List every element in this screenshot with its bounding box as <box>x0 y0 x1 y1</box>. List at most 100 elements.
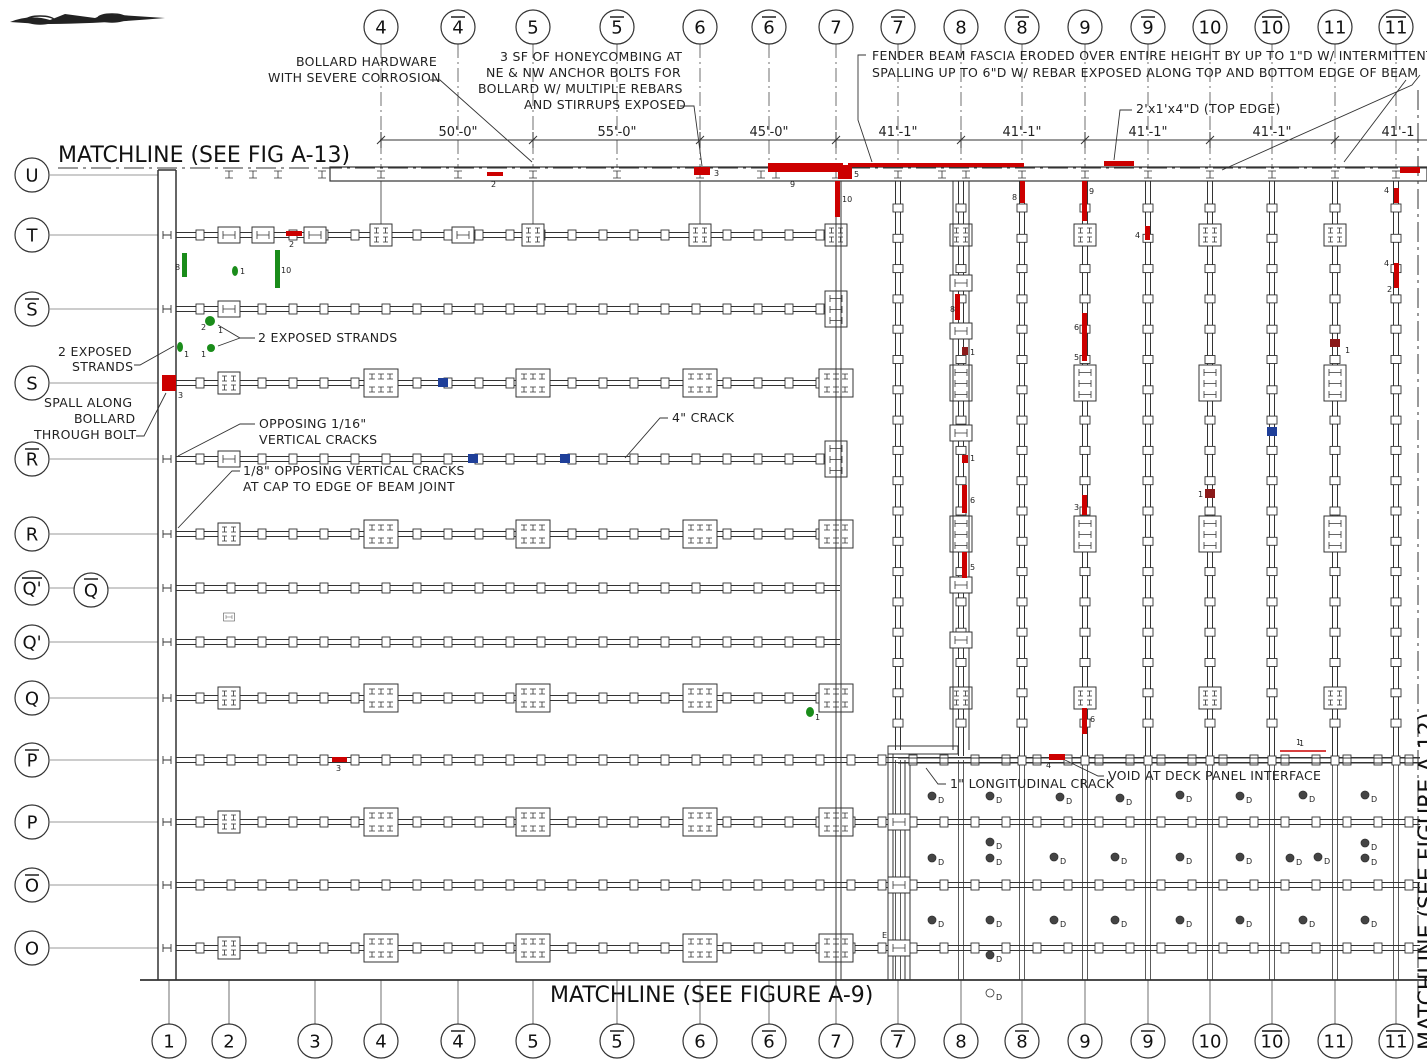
void-tag: D <box>996 920 1002 929</box>
void-icon <box>1175 852 1185 862</box>
grid-bubble-top-12: 10 <box>1192 9 1228 45</box>
grid-bubble-bottom-4: 4 <box>440 1023 476 1059</box>
grid-bubble-row-12-label: O <box>25 939 39 960</box>
tag: 6 <box>1090 715 1095 724</box>
svg-text:BOLLARD: BOLLARD <box>74 411 135 426</box>
svg-text:1" LONGITUDINAL CRACK: 1" LONGITUDINAL CRACK <box>950 776 1115 791</box>
row-leaders <box>50 174 158 949</box>
void-icon <box>1285 853 1295 863</box>
tag: 2 <box>289 240 294 249</box>
pile-cap-icon <box>251 226 275 244</box>
strand-mark <box>232 266 238 276</box>
grid-bubble-q-bar-label: Q <box>84 581 98 602</box>
void-tag: D <box>996 796 1002 805</box>
top-matchline-label: MATCHLINE (SEE FIG A-13) <box>58 143 350 168</box>
grid-bubble-bottom-3-label: 4 <box>375 1032 386 1053</box>
svg-text:2 EXPOSED: 2 EXPOSED <box>58 344 132 359</box>
svg-text:VOID AT DECK PANEL INTERFACE: VOID AT DECK PANEL INTERFACE <box>1108 768 1321 783</box>
tag: 3 <box>714 169 719 178</box>
grid-bubble-bottom-3: 4 <box>363 1023 399 1059</box>
pile-cap-icon <box>369 223 393 247</box>
tag: 10 <box>281 266 291 275</box>
pile-cap-icon <box>515 683 551 713</box>
grid-bubble-row-10-label: P <box>27 813 38 834</box>
dim-3: 45'-0" <box>749 125 788 140</box>
spall-mark <box>962 552 967 578</box>
spall-mark <box>1020 181 1025 203</box>
tag: 8 <box>175 263 180 272</box>
grid-bubble-top-8: 8 <box>943 9 979 45</box>
tag: E <box>882 931 887 940</box>
svg-text:SPALLING UP TO 6"D W/ REBAR EX: SPALLING UP TO 6"D W/ REBAR EXPOSED ALON… <box>872 65 1418 80</box>
pile-cap-icon <box>887 876 911 894</box>
tag: 4 <box>1384 186 1389 195</box>
strand-mark <box>806 707 814 717</box>
grid-bubble-top-3-label: 5 <box>611 18 622 39</box>
void-tag: D <box>1060 920 1066 929</box>
grid-bubble-row-0: U <box>14 157 50 193</box>
grid-bubble-row-8-label: Q <box>25 689 39 710</box>
tag: 1 <box>201 350 206 359</box>
void-tag: D <box>1296 858 1302 867</box>
spall-mark <box>1400 167 1420 173</box>
tag: 1 <box>1296 738 1301 747</box>
tag: 1 <box>1299 739 1304 748</box>
note-longitudinal-crack: 1" LONGITUDINAL CRACK <box>925 767 1115 791</box>
pile-cap-icon <box>1323 223 1347 247</box>
spall-mark <box>962 347 968 355</box>
pile-cap-icon <box>949 322 973 340</box>
grid-bubble-bottom-13-label: 9 <box>1079 1032 1090 1053</box>
pile-cap-icon <box>451 226 475 244</box>
void-tag: D <box>996 842 1002 851</box>
grid-bubble-top-4: 6 <box>682 9 718 45</box>
spall-mark <box>768 163 843 172</box>
pile-cap-icon <box>682 368 718 398</box>
pile-cap-icon <box>682 519 718 549</box>
grid-bubble-bottom-15-label: 10 <box>1199 1032 1222 1053</box>
grid-bubble-top-2-label: 5 <box>527 18 538 39</box>
note-fender-beam: FENDER BEAM FASCIA ERODED OVER ENTIRE HE… <box>857 48 1427 171</box>
tag: 1 <box>218 326 223 335</box>
void-icon <box>1110 852 1120 862</box>
grid-bubble-top-4-label: 6 <box>694 18 705 39</box>
svg-text:BOLLARD HARDWARE: BOLLARD HARDWARE <box>296 54 437 69</box>
spall-mark <box>1394 263 1399 288</box>
pile-cap-icon <box>217 371 241 395</box>
grid-bubble-top-11: 9 <box>1130 9 1166 45</box>
grid-bubble-row-3-label: S <box>26 374 37 395</box>
void-icon <box>985 950 995 960</box>
tag: 9 <box>1089 187 1094 196</box>
spall-mark <box>838 165 852 179</box>
defect-marks <box>162 161 1420 762</box>
spall-mark <box>1394 188 1399 203</box>
tag: 4 <box>1135 231 1140 240</box>
void-tag: D <box>1246 796 1252 805</box>
grid-bubble-top-13: 10 <box>1254 9 1290 45</box>
svg-text:3 SF OF HONEYCOMBING AT: 3 SF OF HONEYCOMBING AT <box>500 49 682 64</box>
grid-bubble-row-10: P <box>14 804 50 840</box>
void-icon <box>1360 915 1370 925</box>
tag: 6 <box>970 496 975 505</box>
void-tag: D <box>938 796 944 805</box>
void-icon <box>985 988 995 998</box>
tag: 1 <box>970 348 975 357</box>
grid-bubble-bottom-17: 11 <box>1317 1023 1353 1059</box>
tag: 1 <box>970 454 975 463</box>
grid-bubble-top-0: 4 <box>363 9 399 45</box>
svg-text:2 EXPOSED STRANDS: 2 EXPOSED STRANDS <box>258 330 398 345</box>
grid-bubble-top-15-label: 11 <box>1385 18 1408 39</box>
patch-mark <box>560 454 570 463</box>
note-opposing-116: OPPOSING 1/16" VERTICAL CRACKS <box>177 416 377 457</box>
void-icon <box>1298 915 1308 925</box>
note-spall-bollard: SPALL ALONG BOLLARD THROUGH BOLT <box>33 392 167 442</box>
tag: 8 <box>950 305 955 314</box>
patch-mark <box>1267 427 1277 436</box>
spall-mark <box>955 294 960 320</box>
grid-bubble-row-1: T <box>14 217 50 253</box>
svg-text:SPALL ALONG: SPALL ALONG <box>44 395 132 410</box>
grid-bubble-top-14: 11 <box>1317 9 1353 45</box>
svg-text:STRANDS: STRANDS <box>72 359 133 374</box>
dim-7: 41'-1" <box>1252 125 1291 140</box>
void-icon <box>1110 915 1120 925</box>
